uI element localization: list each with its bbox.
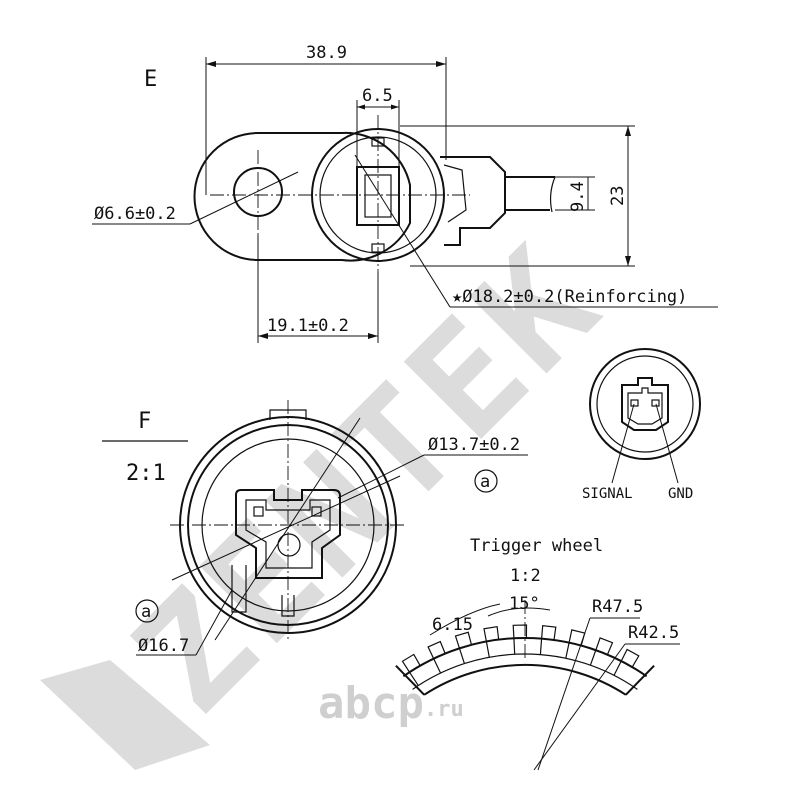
- wheel-tooth-root: [513, 638, 516, 655]
- dim-connector-width: 6.5: [362, 86, 393, 106]
- dim-inner-diameter: Ø13.7±0.2: [428, 435, 520, 455]
- callout-a-label-2: a: [141, 602, 151, 622]
- dim-hole-leader: [189, 171, 299, 225]
- trigger-wheel-view: Trigger wheel 1:2 6.15 15° R47.5 R42.5: [395, 536, 680, 771]
- dim-angle-arc: [487, 607, 551, 617]
- wheel-tooth: [541, 625, 557, 641]
- callout-a-circle-2: [135, 599, 159, 623]
- f-connector-outer: [235, 489, 341, 579]
- dim-outer-diameter: Ø16.7: [138, 636, 189, 656]
- dim-reinforcing-leader: [354, 154, 451, 308]
- dim-hole-diameter: Ø6.6±0.2: [94, 204, 176, 224]
- wheel-tooth: [595, 637, 614, 655]
- f-key-left: [231, 565, 247, 613]
- dim-arrow: [625, 126, 631, 136]
- f-diag-line-2: [171, 475, 401, 581]
- trigger-scale: 1:2: [510, 566, 541, 586]
- cable-clip: [443, 164, 467, 223]
- wheel-edge-left: [395, 665, 425, 696]
- view-f-label: F: [138, 409, 151, 434]
- wheel-tooth-root: [539, 638, 543, 655]
- wheel-tooth-root: [433, 658, 442, 674]
- dim-tooth-pitch: 6.15: [432, 615, 473, 635]
- wheel-tooth-root: [565, 642, 570, 659]
- dim-reinforcing: ★Ø18.2±0.2(Reinforcing): [452, 287, 687, 307]
- view-f: F 2:1 Ø13.7±0.2 a Ø16.7 a: [102, 400, 528, 656]
- flange-outline: [193, 131, 411, 262]
- trigger-wheel: [395, 600, 655, 696]
- end-inner: [596, 355, 694, 453]
- f-connector-inner: [245, 499, 331, 569]
- f-diag-line: [214, 417, 361, 641]
- view-e: E 38.9 6.5: [92, 43, 718, 343]
- pin-gnd-label: GND: [668, 486, 693, 502]
- view-e-label: E: [144, 67, 157, 92]
- gnd-leader: [655, 403, 679, 484]
- dim-arrow: [391, 104, 399, 110]
- wheel-tooth: [620, 648, 640, 668]
- dim-arrow: [368, 333, 378, 339]
- connector-end-view: SIGNAL GND: [582, 348, 701, 502]
- wheel-tooth-root: [485, 641, 490, 658]
- dim-arrow: [258, 333, 268, 339]
- dim-radius-inner: R42.5: [628, 623, 679, 643]
- wheel-tooth-root: [458, 648, 465, 664]
- dim-outer-leader: [195, 589, 233, 656]
- wheel-tooth: [454, 631, 473, 649]
- wheel-tooth: [483, 626, 500, 642]
- wheel-tooth-root: [589, 649, 597, 666]
- dim-r-outer-leader: [537, 617, 591, 771]
- wheel-tooth: [512, 624, 528, 639]
- trigger-title: Trigger wheel: [470, 536, 603, 556]
- callout-a-circle: [474, 469, 498, 493]
- dim-arrow: [206, 61, 216, 67]
- end-connector: [621, 377, 669, 431]
- pin-signal-label: SIGNAL: [582, 486, 633, 502]
- dim-tooth-angle: 15°: [509, 594, 540, 614]
- end-outer: [589, 348, 701, 460]
- view-f-scale: 2:1: [126, 461, 166, 486]
- dim-arrow: [625, 256, 631, 266]
- dim-inner-leader: [337, 454, 425, 499]
- wheel-tooth-root: [613, 660, 622, 676]
- dim-radius-outer: R47.5: [592, 597, 643, 617]
- wheel-tooth: [401, 653, 421, 673]
- dim-r-inner-leader: [533, 643, 626, 771]
- dim-height-small: 9.4: [568, 181, 588, 212]
- dim-offset: 19.1±0.2: [267, 316, 349, 336]
- dim-overall-width: 38.9: [306, 43, 347, 63]
- signal-leader: [611, 403, 635, 484]
- dim-arrow: [436, 61, 446, 67]
- end-connector-inner: [627, 387, 663, 425]
- watermark-chevron: [40, 660, 210, 770]
- dim-height-total: 23: [608, 186, 628, 206]
- callout-a-label: a: [480, 472, 490, 492]
- watermark-shop: abcp.ru: [318, 678, 464, 729]
- wheel-hub-arc: [423, 664, 627, 696]
- cable-break: [549, 176, 556, 213]
- wheel-tooth-root: [408, 671, 419, 686]
- dim-pitch-arc: [429, 603, 501, 636]
- wheel-rim-inner: [412, 653, 638, 690]
- f-center-bore: [277, 533, 301, 557]
- dim-arrow: [357, 104, 365, 110]
- cable-exit: [440, 156, 506, 246]
- wheel-edge-right: [625, 665, 655, 696]
- cable: [505, 176, 555, 211]
- end-pin-gnd: [651, 399, 660, 407]
- wheel-tooth: [427, 640, 446, 659]
- end-pin-signal: [630, 399, 639, 407]
- f-pin-signal: [253, 506, 264, 517]
